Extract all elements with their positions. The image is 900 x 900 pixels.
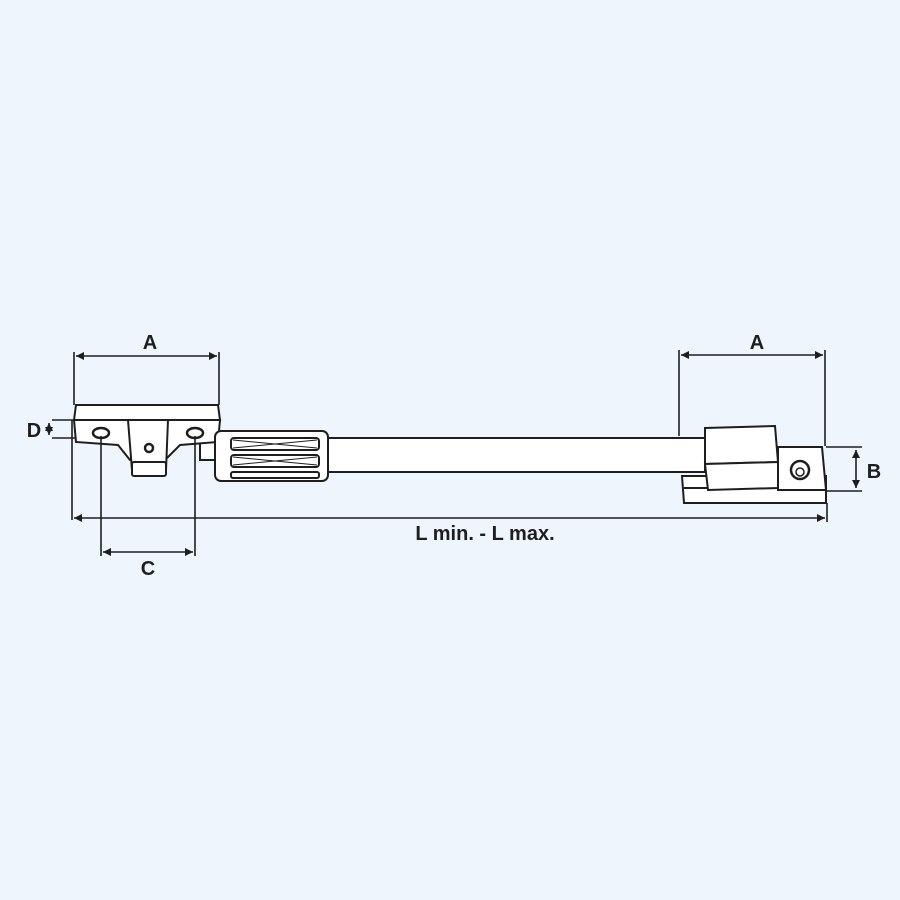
right-bracket [680,424,828,504]
dimension-label-l: L min. - L max. [415,523,554,545]
dimension-label-a-left: A [143,332,157,354]
grip-sleeve [214,430,329,482]
left-bracket [72,404,222,477]
dimension-label-d: D [27,420,41,442]
stay-bar [324,437,706,473]
dimension-lines [45,350,862,556]
dimension-label-b: B [867,461,881,483]
dimension-label-a-right: A [750,332,764,354]
dimension-label-c: C [141,558,155,580]
